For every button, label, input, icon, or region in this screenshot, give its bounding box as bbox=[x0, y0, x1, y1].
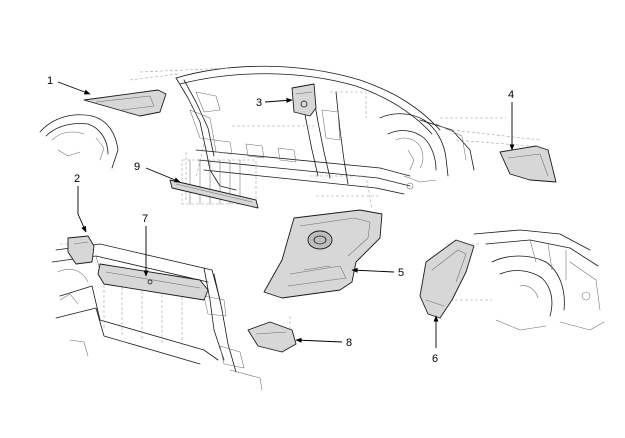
vehicle-body-frame bbox=[129, 65, 541, 209]
leader-2 bbox=[77, 186, 87, 233]
part-7-trim bbox=[97, 263, 209, 301]
callout-6: 6 bbox=[432, 353, 438, 365]
leader-1 bbox=[57, 81, 91, 95]
part-8-plate bbox=[247, 316, 297, 353]
callout-2: 2 bbox=[74, 173, 80, 185]
callout-7: 7 bbox=[142, 213, 148, 225]
leader-5 bbox=[351, 267, 395, 273]
leader-3 bbox=[264, 97, 293, 103]
part-9-sill-strip bbox=[169, 159, 259, 209]
lower-body-frame bbox=[51, 243, 263, 391]
callout-9: 9 bbox=[134, 161, 140, 173]
leader-lines bbox=[57, 81, 515, 348]
callout-5: 5 bbox=[398, 267, 404, 279]
callout-1: 1 bbox=[47, 75, 53, 87]
part-1-trim bbox=[83, 89, 167, 117]
leader-8 bbox=[295, 337, 343, 343]
part-6-trim bbox=[419, 239, 475, 319]
leader-9 bbox=[145, 167, 181, 183]
rear-structure bbox=[440, 229, 605, 331]
part-5-quarter-trim bbox=[263, 209, 383, 299]
callout-labels: 1 2 3 4 5 6 7 8 9 bbox=[47, 75, 514, 365]
part-4-trim bbox=[499, 145, 557, 183]
callout-8: 8 bbox=[346, 337, 352, 349]
part-3-trim bbox=[291, 83, 317, 117]
dashboard-fragment bbox=[39, 114, 119, 169]
callout-4: 4 bbox=[508, 89, 514, 101]
callout-3: 3 bbox=[256, 97, 262, 109]
part-2-trim bbox=[67, 235, 101, 271]
